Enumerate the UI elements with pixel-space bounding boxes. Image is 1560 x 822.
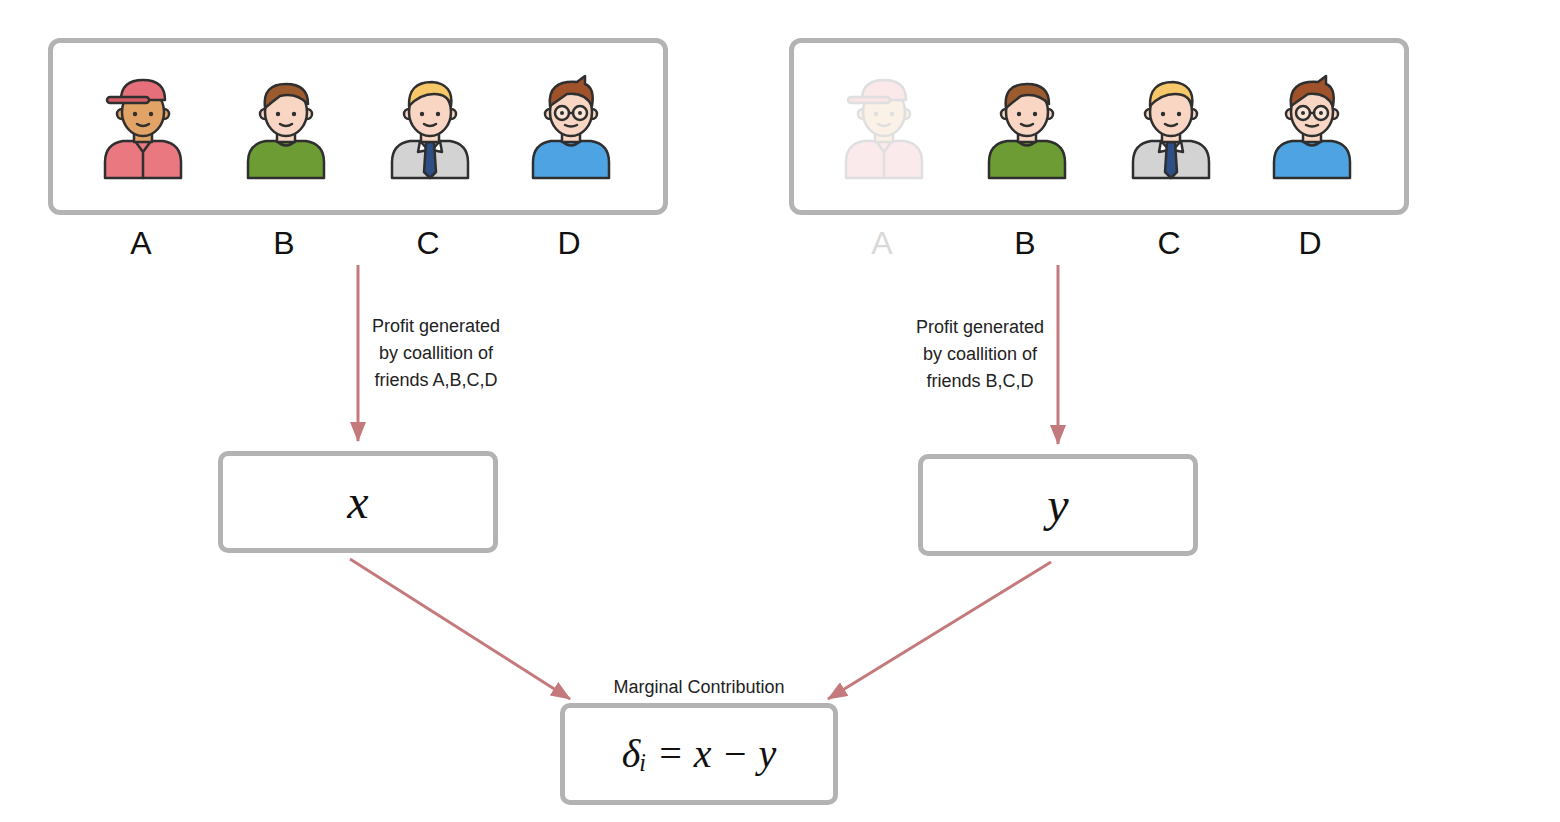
member-letter: D xyxy=(1298,225,1321,261)
person-avatar xyxy=(1133,82,1209,178)
member-letter: B xyxy=(273,225,294,261)
person-avatar xyxy=(248,84,324,178)
person-avatar xyxy=(533,76,609,178)
faded-avatar xyxy=(846,80,922,178)
coalition-panel: A B C D xyxy=(48,38,668,263)
person-avatar xyxy=(392,82,468,178)
box-heading: Marginal Contribution xyxy=(613,676,784,698)
member-letter: C xyxy=(1157,225,1180,261)
formula-text: δᵢ = x − y xyxy=(622,730,776,778)
value-box: y xyxy=(918,454,1198,556)
variable-text: x xyxy=(347,474,368,530)
edge-label: Profit generated by coallition of friend… xyxy=(910,314,1050,395)
member-letter: A xyxy=(130,225,151,261)
person-avatar xyxy=(989,84,1065,178)
panel-frame xyxy=(789,38,1409,215)
member-letter: D xyxy=(557,225,580,261)
flow-arrow xyxy=(357,265,360,441)
value-box: x xyxy=(218,451,498,553)
coalition-panel: A B C D xyxy=(789,38,1409,263)
person-avatar xyxy=(1274,76,1350,178)
member-letter: B xyxy=(1014,225,1035,261)
panel-frame xyxy=(48,38,668,215)
person-avatar xyxy=(105,80,181,178)
edge-label: Profit generated by coallition of friend… xyxy=(366,313,506,394)
member-letter: C xyxy=(416,225,439,261)
flow-arrow xyxy=(828,562,1051,699)
member-letter: A xyxy=(871,225,892,261)
result-box: Marginal Contributionδᵢ = x − y xyxy=(560,703,838,805)
flow-arrow xyxy=(1057,265,1060,444)
variable-text: y xyxy=(1047,477,1068,533)
flow-arrow xyxy=(350,559,570,699)
